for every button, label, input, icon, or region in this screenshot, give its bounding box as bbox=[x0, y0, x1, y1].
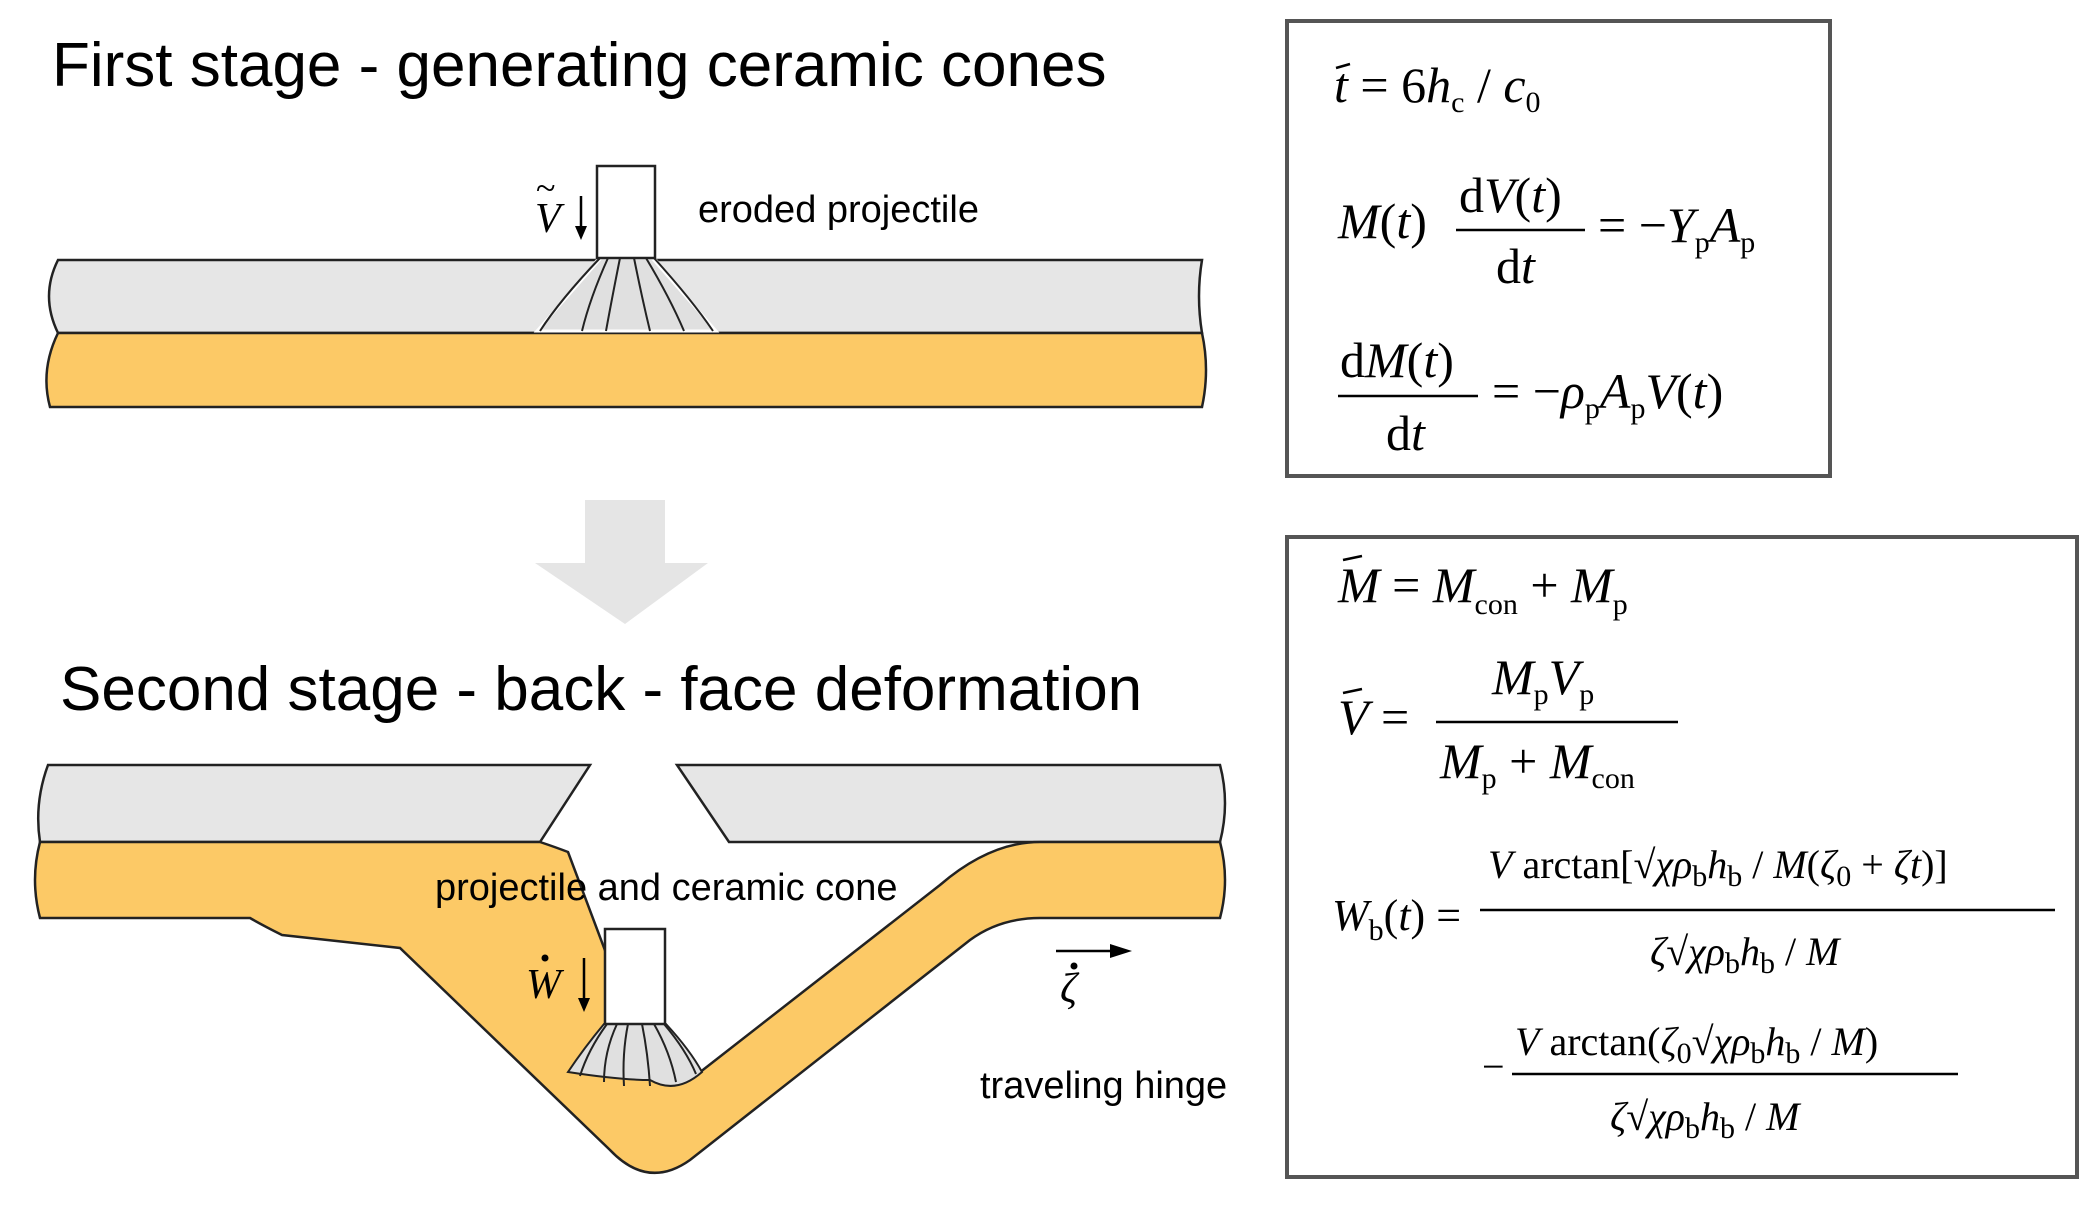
svg-text:ζ√χρbhb / M: ζ√χρbhb / M bbox=[1610, 1094, 1802, 1145]
svg-text:MpVp: MpVp bbox=[1491, 649, 1594, 711]
svg-text:M = Mcon + Mp: M = Mcon + Mp bbox=[1337, 557, 1628, 621]
svg-text:−: − bbox=[1482, 1044, 1505, 1089]
svg-text:dt: dt bbox=[1386, 405, 1426, 461]
stage1-velocity-arrow-icon bbox=[575, 196, 587, 240]
stage1-velocity-accent: ~ bbox=[536, 168, 555, 208]
stage2-ceramic-right bbox=[674, 763, 1227, 844]
svg-text:= −ρpApV(t): = −ρpApV(t) bbox=[1492, 363, 1723, 425]
stage2-deflection-arrow-icon bbox=[578, 958, 590, 1012]
svg-text:V =: V = bbox=[1338, 689, 1409, 745]
svg-text:dM(t): dM(t) bbox=[1340, 332, 1454, 388]
eq-top-1: t = 6hc / c0 bbox=[1334, 57, 1541, 119]
eq-bottom-2: V = MpVp Mp + Mcon bbox=[1338, 649, 1678, 795]
stage2-cone-label: projectile and ceramic cone bbox=[435, 867, 898, 909]
svg-text:= −YpAp: = −YpAp bbox=[1598, 197, 1755, 259]
stage2-deflection-symbol: W bbox=[526, 962, 565, 1008]
eq-top-3: dM(t) dt = −ρpApV(t) bbox=[1338, 332, 1723, 461]
svg-text:dV(t): dV(t) bbox=[1459, 167, 1562, 223]
stage2-projectile bbox=[603, 927, 667, 1026]
eq-bottom-3: Wb(t) = V arctan[√χρbhb / M(ζ0 + ζt)] ζ√… bbox=[1332, 842, 2055, 980]
stage2-deflection-dot bbox=[541, 954, 549, 962]
stage2-ceramic-left bbox=[36, 763, 593, 844]
stage1-backing-layer bbox=[45, 331, 1208, 409]
stage2-hinge-symbol: ζ bbox=[1060, 966, 1080, 1012]
svg-text:t = 6hc / c0: t = 6hc / c0 bbox=[1334, 57, 1541, 119]
svg-text:M(t): M(t) bbox=[1337, 193, 1427, 249]
svg-text:ζ√χρbhb / M: ζ√χρbhb / M bbox=[1650, 929, 1842, 980]
stage2-hinge-dot bbox=[1070, 962, 1078, 970]
equation-box-top bbox=[1285, 19, 1832, 478]
stage2-ceramic-cone bbox=[566, 1023, 704, 1087]
svg-text:dt: dt bbox=[1496, 238, 1536, 294]
svg-text:Wb(t) =: Wb(t) = bbox=[1332, 891, 1461, 947]
svg-text:Mp + Mcon: Mp + Mcon bbox=[1439, 733, 1635, 795]
svg-text:V arctan(ζ0√χρbhb / M): V arctan(ζ0√χρbhb / M) bbox=[1515, 1019, 1878, 1070]
eq-top-2: M(t) dV(t) dt = −YpAp bbox=[1337, 167, 1755, 294]
equation-box-bottom bbox=[1285, 535, 2079, 1179]
svg-text:V arctan[√χρbhb / M(ζ0 + ζt)]: V arctan[√χρbhb / M(ζ0 + ζt)] bbox=[1488, 842, 1948, 893]
hinge-arrow-icon bbox=[1056, 944, 1132, 958]
stage2-title: Second stage - back - face deformation bbox=[60, 655, 1142, 724]
eq-bottom-4: − V arctan(ζ0√χρbhb / M) ζ√χρbhb / M bbox=[1482, 1019, 1958, 1145]
eq-bottom-1: M = Mcon + Mp bbox=[1337, 554, 1628, 621]
stage1-projectile bbox=[595, 164, 657, 260]
stage2-hinge-label: traveling hinge bbox=[980, 1065, 1227, 1107]
stage1-ceramic-cone bbox=[533, 256, 720, 333]
stage1-projectile-label: eroded projectile bbox=[698, 189, 979, 231]
down-arrow-icon bbox=[535, 500, 708, 624]
stage1-velocity-symbol: V bbox=[535, 196, 565, 242]
stage1-title: First stage - generating ceramic cones bbox=[52, 31, 1106, 100]
